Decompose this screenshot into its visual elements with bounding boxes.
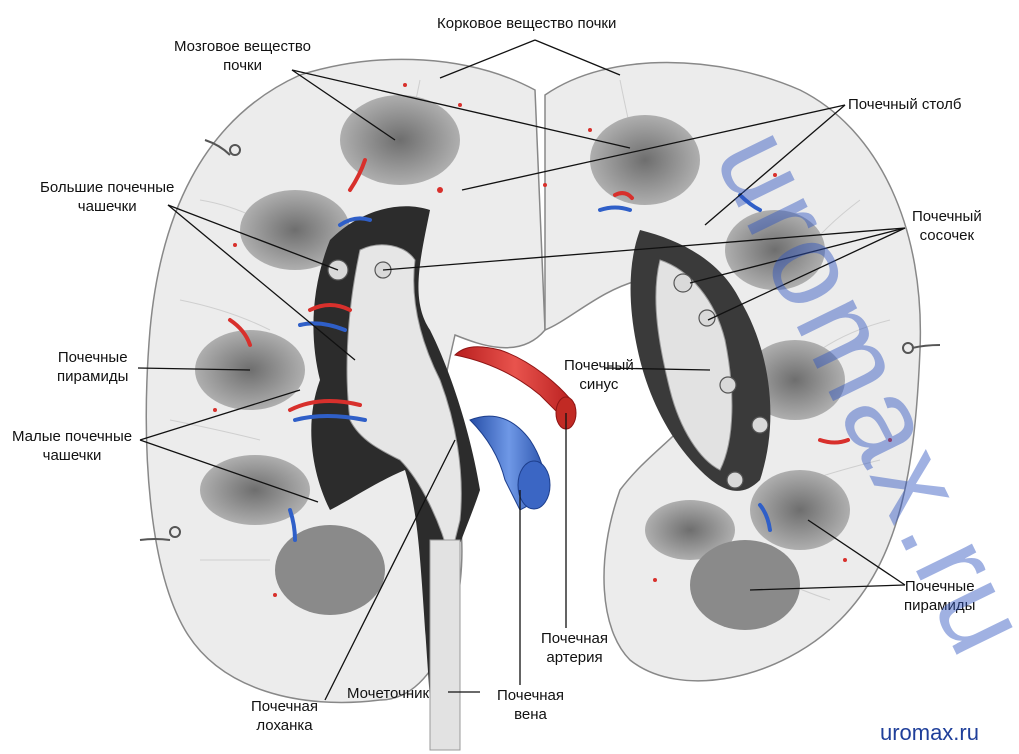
renal-vein-opening (517, 460, 551, 510)
intrarenal-vessels (228, 158, 850, 542)
capsule-hooks (139, 139, 941, 541)
ureter (429, 539, 461, 751)
leader-lines (137, 39, 906, 701)
brand-link[interactable]: uromax.ru (879, 720, 979, 745)
label-renal-column: Почечный столб (848, 96, 962, 113)
label-ureter: Мочеточник (347, 685, 430, 702)
vessel-dots (213, 83, 892, 597)
label-cortex: Корковое вещество почки (437, 15, 617, 32)
renal-pyramids (195, 95, 850, 630)
